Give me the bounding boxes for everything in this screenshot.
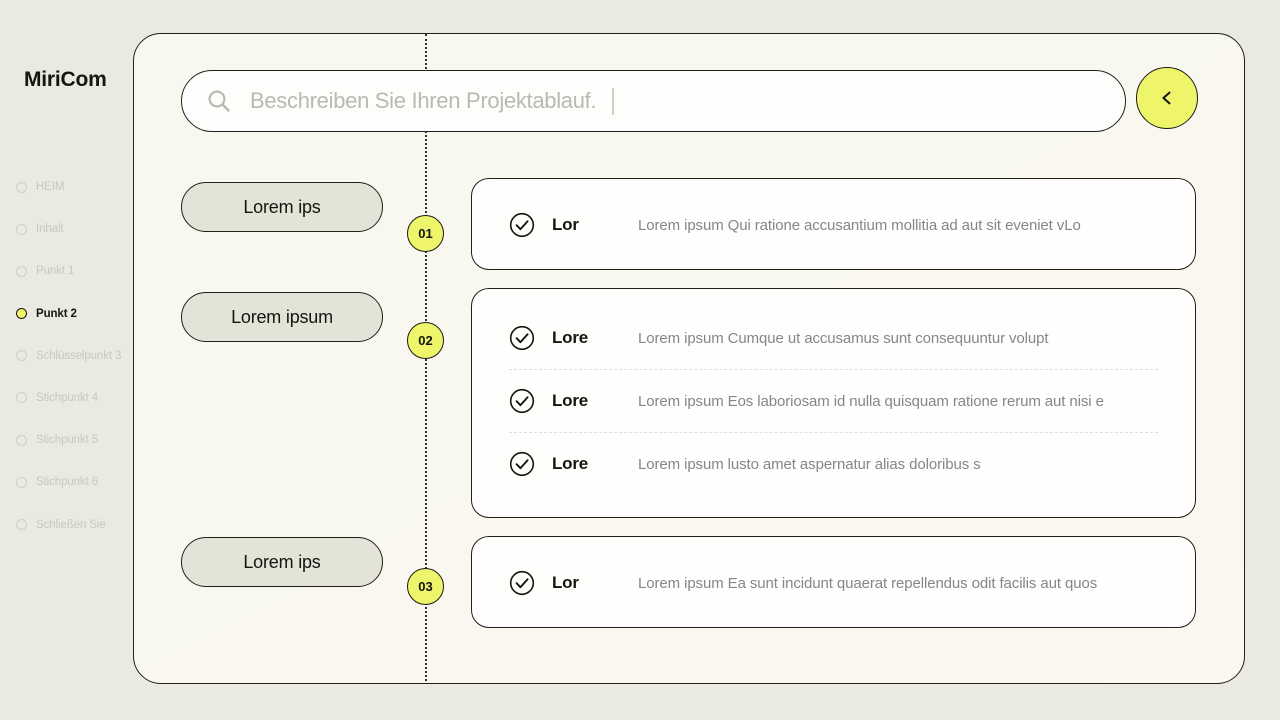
task-text: Lorem ipsum Eos laboriosam id nulla quis… <box>638 392 1104 410</box>
sidebar-item-stichpunkt-5[interactable]: Stichpunkt 5 <box>16 429 136 451</box>
bullet-icon <box>16 392 27 404</box>
task-text: Lorem ipsum Qui ratione accusantium moll… <box>638 216 1081 234</box>
task-card: Lore Lorem ipsum Cumque ut accusamus sun… <box>471 288 1196 518</box>
task-row[interactable]: Lore Lorem ipsum lusto amet aspernatur a… <box>472 433 1195 495</box>
sidebar-item-stichpunkt-6[interactable]: Stichpunkt 6 <box>16 471 136 493</box>
sidebar-item-label: HEIM <box>36 181 65 193</box>
step-badge-01[interactable]: 01 <box>407 215 444 252</box>
check-circle-icon <box>509 570 535 596</box>
sidebar-item-label: Inhalt <box>36 223 64 236</box>
task-label: Lor <box>552 215 579 234</box>
sidebar-nav: HEIM Inhalt Punkt 1 Punkt 2 Schlüsselpun… <box>16 176 136 556</box>
step-pill-label: Lorem ips <box>243 196 321 217</box>
bullet-icon <box>16 350 27 362</box>
step-pill-02[interactable]: Lorem ipsum <box>181 292 383 342</box>
task-card: Lor Lorem ipsum Ea sunt incidunt quaerat… <box>471 536 1196 628</box>
chevron-left-icon <box>1158 89 1176 107</box>
check-circle-icon <box>509 325 535 351</box>
sidebar: MiriCom HEIM Inhalt Punkt 1 Punkt 2 Schl… <box>0 0 134 720</box>
task-label: Lore <box>552 328 589 347</box>
back-button[interactable] <box>1136 67 1198 129</box>
sidebar-item-heim[interactable]: HEIM <box>16 176 136 198</box>
step-pill-label: Lorem ips <box>243 551 321 572</box>
task-row[interactable]: Lor Lorem ipsum Ea sunt incidunt quaerat… <box>472 537 1195 629</box>
sidebar-item-schluesselpunkt-3[interactable]: Schlüsselpunkt 3 <box>16 345 136 367</box>
sidebar-item-punkt-1[interactable]: Punkt 1 <box>16 260 136 282</box>
sidebar-item-label: Punkt 2 <box>36 307 77 320</box>
bullet-icon-active <box>16 308 27 320</box>
task-row[interactable]: Lor Lorem ipsum Qui ratione accusantium … <box>472 179 1195 271</box>
bullet-icon <box>16 181 27 193</box>
sidebar-item-label: Schließen Sie <box>36 518 106 531</box>
step-number: 02 <box>418 333 433 348</box>
task-text: Lorem ipsum Cumque ut accusamus sunt con… <box>638 329 1049 347</box>
task-card: Lor Lorem ipsum Qui ratione accusantium … <box>471 178 1196 270</box>
step-pill-label: Lorem ipsum <box>231 306 333 327</box>
task-label: Lore <box>552 391 589 410</box>
bullet-icon <box>16 434 27 446</box>
row-divider <box>509 432 1158 433</box>
task-label: Lor <box>552 573 579 592</box>
sidebar-item-label: Stichpunkt 5 <box>36 434 99 447</box>
step-badge-02[interactable]: 02 <box>407 322 444 359</box>
search-placeholder-text: Beschreiben Sie Ihren Projektablauf. <box>250 88 597 113</box>
bullet-icon <box>16 265 27 277</box>
check-circle-icon <box>509 212 535 238</box>
search-icon <box>206 88 232 114</box>
task-row[interactable]: Lore Lorem ipsum Cumque ut accusamus sun… <box>472 307 1195 369</box>
sidebar-item-label: Stichpunkt 4 <box>36 391 99 404</box>
row-divider <box>509 369 1158 370</box>
sidebar-item-stichpunkt-4[interactable]: Stichpunkt 4 <box>16 387 136 409</box>
sidebar-item-label: Schlüsselpunkt 3 <box>36 349 122 362</box>
task-text: Lorem ipsum lusto amet aspernatur alias … <box>638 455 981 473</box>
bullet-icon <box>16 519 27 530</box>
search-input[interactable]: Beschreiben Sie Ihren Projektablauf. <box>181 70 1126 132</box>
text-caret <box>612 87 615 115</box>
task-label: Lore <box>552 454 589 473</box>
sidebar-item-inhalt[interactable]: Inhalt <box>16 218 136 240</box>
brand-logo: MiriCom <box>24 68 107 91</box>
sidebar-item-schliessen-sie[interactable]: Schließen Sie <box>16 514 136 536</box>
sidebar-item-label: Punkt 1 <box>36 265 75 278</box>
step-badge-03[interactable]: 03 <box>407 568 444 605</box>
step-pill-01[interactable]: Lorem ips <box>181 182 383 232</box>
step-number: 03 <box>418 579 433 594</box>
task-row[interactable]: Lore Lorem ipsum Eos laboriosam id nulla… <box>472 370 1195 432</box>
sidebar-item-label: Stichpunkt 6 <box>36 476 99 489</box>
step-pill-03[interactable]: Lorem ips <box>181 537 383 587</box>
task-text: Lorem ipsum Ea sunt incidunt quaerat rep… <box>638 574 1098 592</box>
main-panel: Beschreiben Sie Ihren Projektablauf. Lor… <box>133 33 1245 684</box>
check-circle-icon <box>509 388 535 414</box>
bullet-icon <box>16 223 27 235</box>
step-number: 01 <box>418 226 433 241</box>
sidebar-item-punkt-2[interactable]: Punkt 2 <box>16 303 136 325</box>
bullet-icon <box>16 476 27 488</box>
check-circle-icon <box>509 451 535 477</box>
